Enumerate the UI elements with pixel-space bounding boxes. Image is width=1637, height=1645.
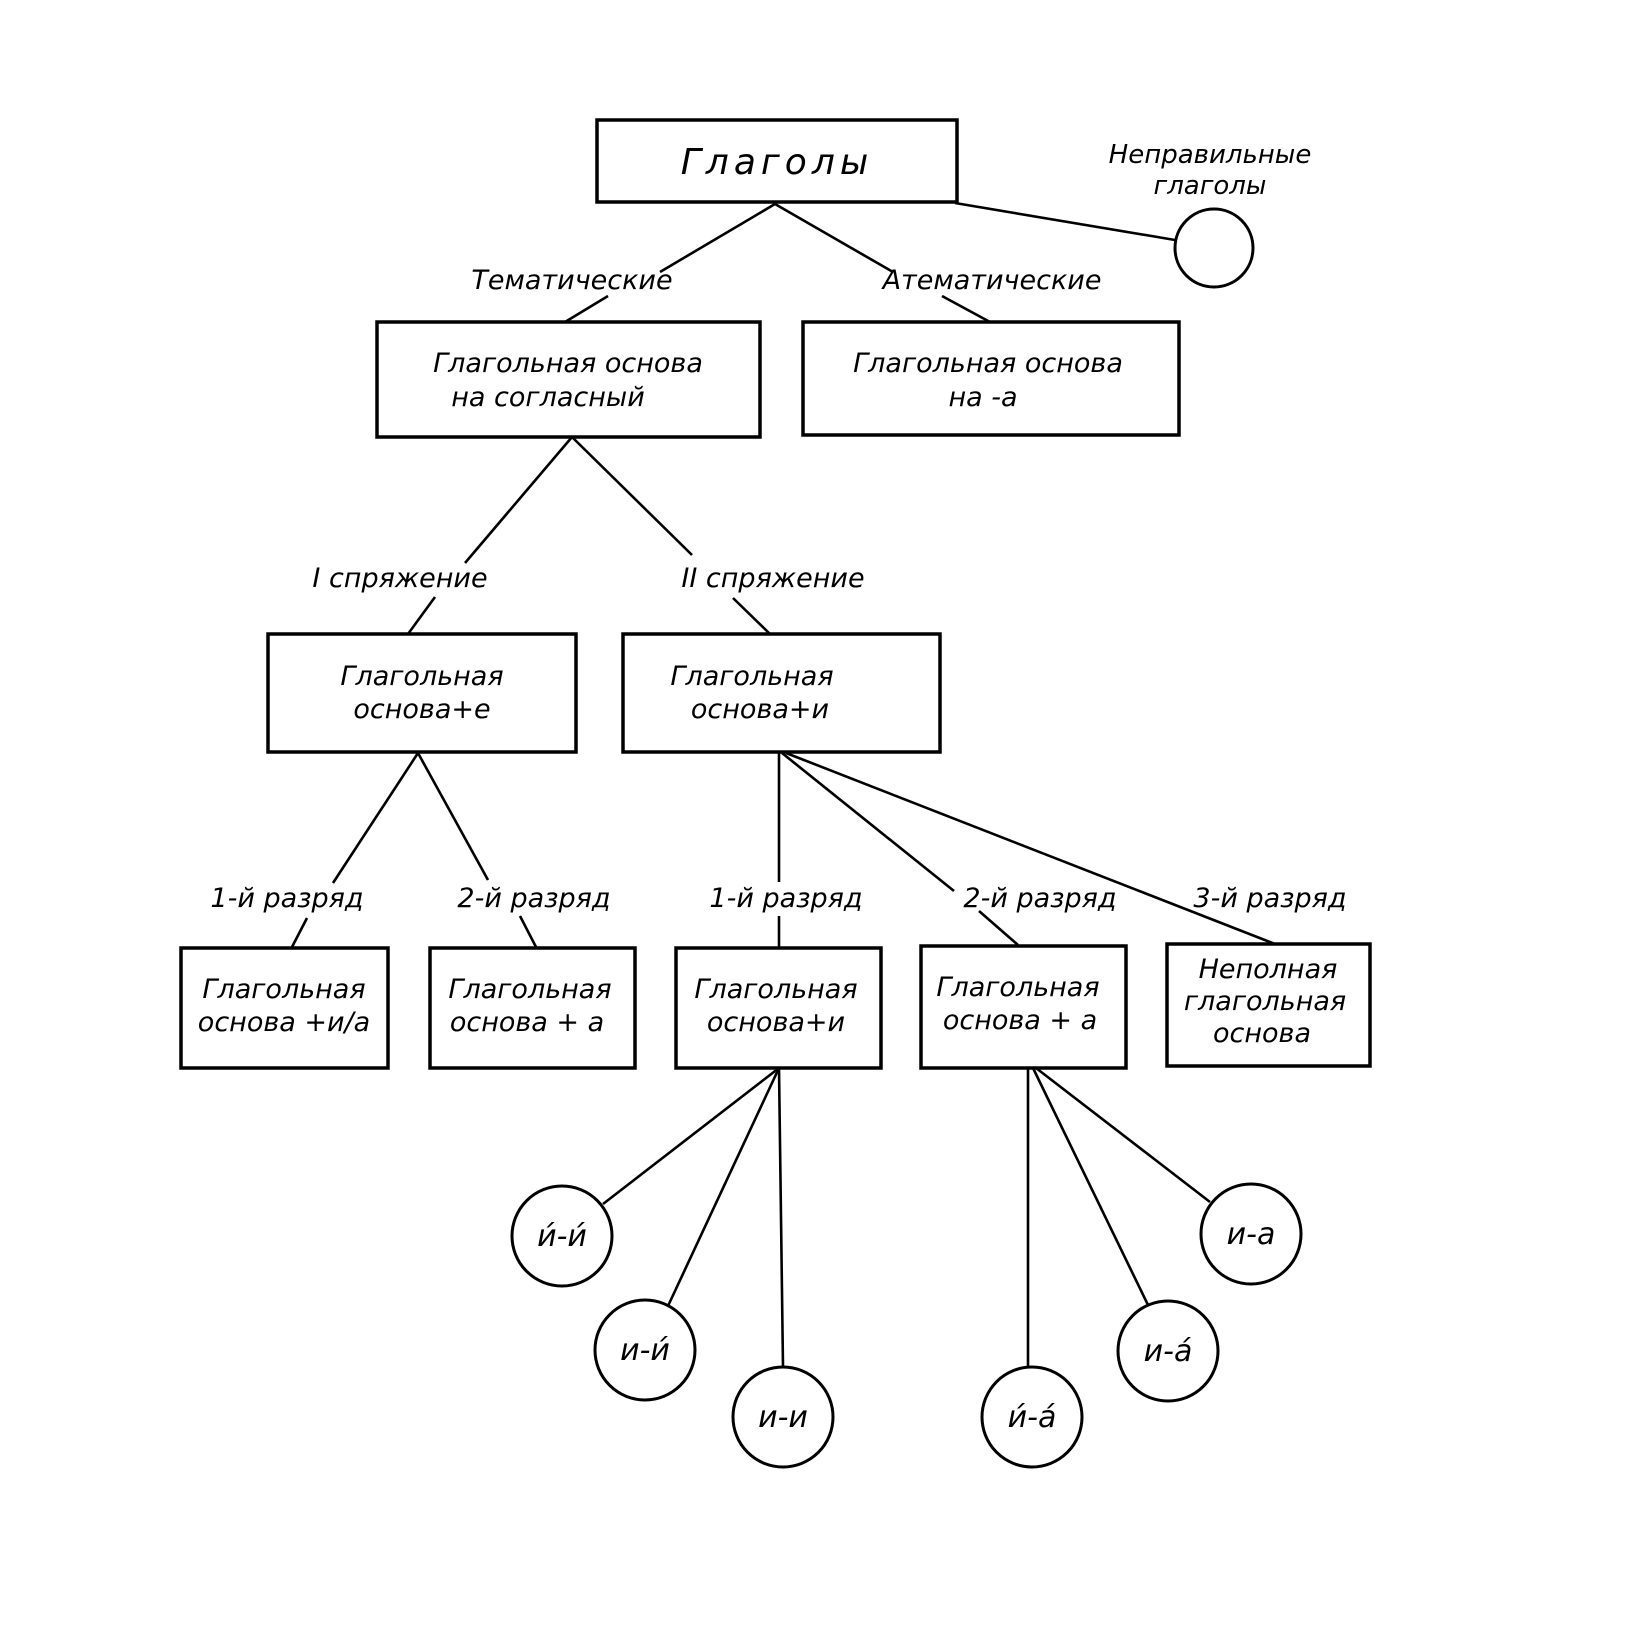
- edge-root-athematic-lower: [941, 294, 991, 324]
- leaf-c2r2-3: и-а: [1199, 1182, 1303, 1286]
- edge-conj2-c2r3: [785, 751, 1276, 946]
- node-thematic: Глагольная основа на согласный: [375, 320, 762, 439]
- node-c2r2-line-1: Глагольная: [936, 972, 1099, 1003]
- edge-label-thematic: Тематические: [471, 265, 672, 296]
- edge-c2r2-circle-2: [1031, 1067, 1150, 1306]
- node-conj1-line-2: основа+е: [353, 694, 490, 725]
- edge-label-c2r3: 3-й разряд: [1193, 883, 1346, 914]
- edge-label-c1r2: 2-й разряд: [457, 883, 610, 914]
- node-conj1-line-1: Глагольная: [340, 661, 503, 692]
- edge-label-conj1: I спряжение: [312, 563, 487, 594]
- leaf-c2r2-2-text: и-а́: [1144, 1334, 1193, 1369]
- leaf-c2r1-2: и-и́: [593, 1298, 697, 1402]
- irregular-verbs-circle: [1173, 207, 1255, 289]
- edge-label-athematic: Атематические: [881, 265, 1102, 296]
- edge-conj1-c1r2-lower: [518, 915, 538, 948]
- node-c2r3-line-2: глагольная: [1184, 986, 1346, 1017]
- node-c2r1: Глагольная основа+и: [674, 946, 883, 1070]
- edge-conj1-c1r1-upper: [331, 752, 420, 884]
- node-irregular-verbs: Неправильные глаголы: [1109, 140, 1312, 289]
- node-conj2: Глагольная основа+и: [621, 632, 942, 754]
- irregular-label-line-2: глаголы: [1154, 171, 1267, 201]
- node-c2r3: Неполная глагольная основа: [1165, 942, 1372, 1068]
- edge-thematic-conj2-lower: [732, 597, 771, 635]
- edge-label-c2r2: 2-й разряд: [963, 883, 1116, 914]
- node-c2r1-line-2: основа+и: [707, 1007, 845, 1038]
- node-root-verbs: Глаголы: [595, 118, 959, 204]
- leaf-c2r2-3-text: и-а: [1227, 1217, 1276, 1252]
- edge-conj1-c1r1-lower: [290, 917, 309, 948]
- leaf-c2r1-1-text: и́-и́: [537, 1219, 587, 1254]
- node-c1r2-line-2: основа + а: [450, 1007, 604, 1038]
- node-athematic: Глагольная основа на -а: [801, 320, 1181, 437]
- node-root-text: Глаголы: [681, 142, 874, 183]
- node-c1r1-line-1: Глагольная: [202, 974, 365, 1005]
- node-c1r2-line-1: Глагольная: [448, 974, 611, 1005]
- edge-root-athematic-upper: [774, 202, 894, 274]
- edge-conj1-c1r2-upper: [416, 752, 490, 881]
- node-c2r3-line-3: основа: [1213, 1018, 1311, 1049]
- irregular-label-line-1: Неправильные: [1109, 140, 1312, 170]
- node-athematic-line-2: на -а: [948, 382, 1017, 413]
- edge-c2r1-circle-1: [602, 1066, 780, 1206]
- edges: [290, 201, 1276, 1368]
- edge-thematic-conj1-lower: [406, 596, 437, 635]
- edge-label-c2r1: 1-й разряд: [709, 883, 862, 914]
- edge-label-c1r1: 1-й разряд: [210, 883, 363, 914]
- node-thematic-line-1: Глагольная основа: [433, 348, 703, 379]
- edge-root-irregular: [954, 201, 1176, 242]
- node-c1r1-line-2: основа +и/а: [198, 1007, 370, 1038]
- edge-root-thematic-lower: [564, 294, 609, 324]
- edge-root-thematic-upper: [659, 202, 776, 274]
- edge-conj2-c2r2-lower: [978, 910, 1019, 946]
- leaf-c2r1-1: и́-и́: [510, 1184, 614, 1288]
- node-c1r1: Глагольная основа +и/а: [179, 946, 390, 1070]
- leaf-c2r2-1-text: и́-а́: [1008, 1400, 1057, 1435]
- edge-thematic-conj2-upper: [571, 436, 693, 556]
- edge-thematic-conj1-upper: [464, 436, 573, 564]
- leaf-c2r1-2-text: и-и́: [620, 1333, 670, 1368]
- node-conj2-line-1: Глагольная: [670, 661, 833, 692]
- node-c1r2: Глагольная основа + а: [428, 946, 637, 1070]
- leaf-c2r2-2: и-а́: [1116, 1299, 1220, 1403]
- edge-c2r1-circle-2: [666, 1067, 781, 1307]
- edge-c2r2-circle-3: [1035, 1066, 1211, 1204]
- edge-c2r1-circle-3: [777, 1067, 785, 1368]
- leaf-c2r1-3-text: и-и: [758, 1400, 808, 1435]
- node-c2r3-line-1: Неполная: [1199, 954, 1338, 985]
- node-c2r1-line-1: Глагольная: [694, 974, 857, 1005]
- node-thematic-line-2: на согласный: [451, 382, 645, 413]
- edge-label-conj2: II спряжение: [681, 563, 864, 594]
- leaf-c2r1-3: и-и: [731, 1365, 835, 1469]
- node-c2r2-line-2: основа + а: [943, 1005, 1097, 1036]
- node-c2r2: Глагольная основа + а: [919, 944, 1128, 1070]
- node-conj2-line-2: основа+и: [691, 694, 829, 725]
- edge-conj2-c2r2-upper: [781, 751, 955, 893]
- node-athematic-line-1: Глагольная основа: [853, 348, 1123, 379]
- node-conj1: Глагольная основа+е: [266, 632, 578, 754]
- leaf-c2r2-1: и́-а́: [980, 1365, 1084, 1469]
